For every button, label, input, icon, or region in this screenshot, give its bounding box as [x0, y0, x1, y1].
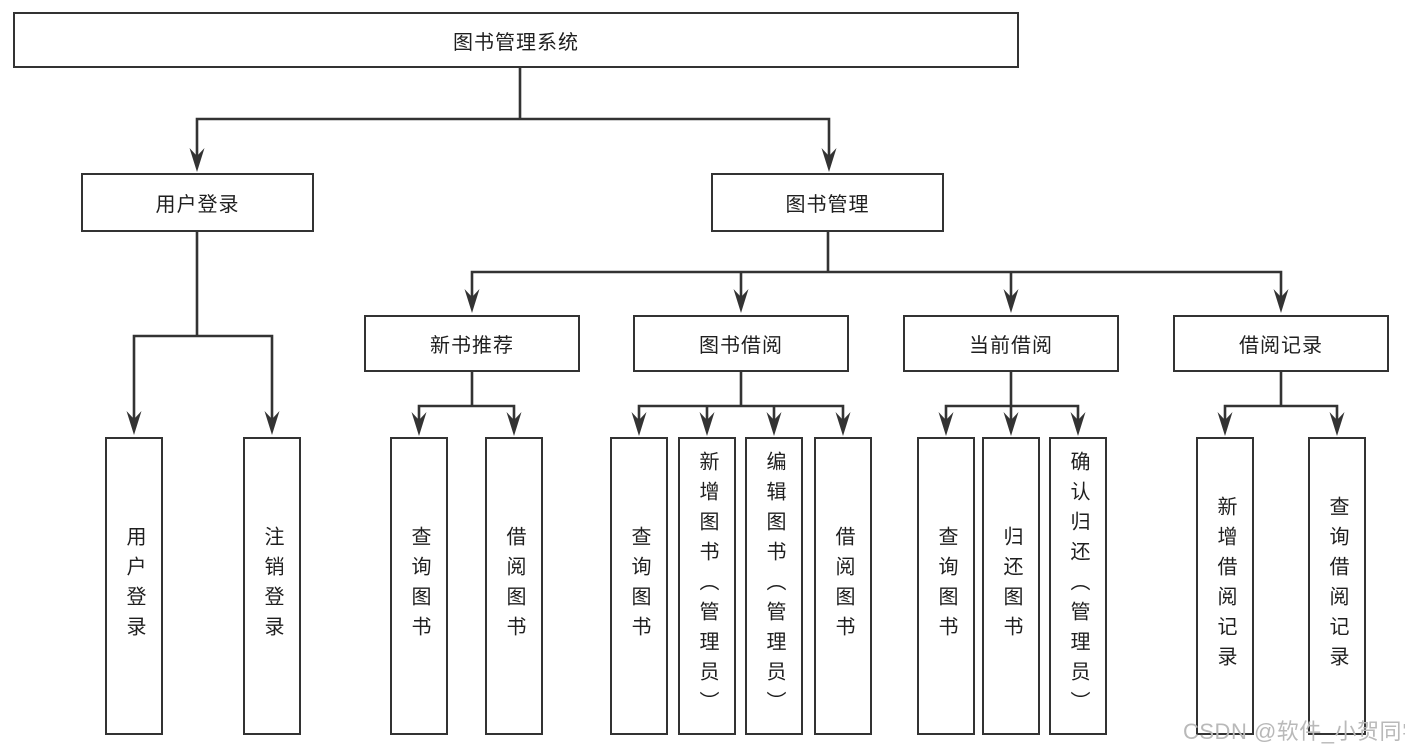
- leaf-query-books-3: 查询图书: [917, 437, 975, 735]
- node-user-login-branch: 用户登录: [81, 173, 314, 232]
- leaf-logout: 注销登录: [243, 437, 301, 735]
- leaf-query-borrow-record: 查询借阅记录: [1308, 437, 1366, 735]
- leaf-edit-books-admin: 编辑图书（管理员）: [745, 437, 803, 735]
- leaf-label: 借阅图书: [832, 526, 854, 646]
- node-current-borrowing: 当前借阅: [903, 315, 1119, 372]
- leaf-label: 查询图书: [408, 526, 430, 646]
- leaf-label: 查询借阅记录: [1326, 496, 1348, 676]
- leaf-label: 用户登录: [123, 526, 145, 646]
- leaf-label: 归还图书: [1000, 526, 1022, 646]
- node-book-borrowing: 图书借阅: [633, 315, 849, 372]
- leaf-query-books-1: 查询图书: [390, 437, 448, 735]
- node-book-management-branch: 图书管理: [711, 173, 944, 232]
- node-borrowing-records: 借阅记录: [1173, 315, 1389, 372]
- leaf-label: 借阅图书: [503, 526, 525, 646]
- leaf-return-books: 归还图书: [982, 437, 1040, 735]
- csdn-watermark: CSDN @软件_小贺同学: [1183, 719, 1405, 744]
- leaf-label: 新增图书（管理员）: [696, 451, 718, 721]
- leaf-label: 注销登录: [261, 526, 283, 646]
- leaf-borrow-books-2: 借阅图书: [814, 437, 872, 735]
- leaf-label: 新增借阅记录: [1214, 496, 1236, 676]
- leaf-label: 查询图书: [628, 526, 650, 646]
- leaf-label: 查询图书: [935, 526, 957, 646]
- leaf-user-login: 用户登录: [105, 437, 163, 735]
- leaf-label: 编辑图书（管理员）: [763, 451, 785, 721]
- leaf-add-books-admin: 新增图书（管理员）: [678, 437, 736, 735]
- leaf-add-borrow-record: 新增借阅记录: [1196, 437, 1254, 735]
- leaf-borrow-books-1: 借阅图书: [485, 437, 543, 735]
- leaf-query-books-2: 查询图书: [610, 437, 668, 735]
- leaf-label: 确认归还（管理员）: [1067, 451, 1089, 721]
- node-new-book-recommend: 新书推荐: [364, 315, 580, 372]
- node-library-management-system: 图书管理系统: [13, 12, 1019, 68]
- leaf-confirm-return-admin: 确认归还（管理员）: [1049, 437, 1107, 735]
